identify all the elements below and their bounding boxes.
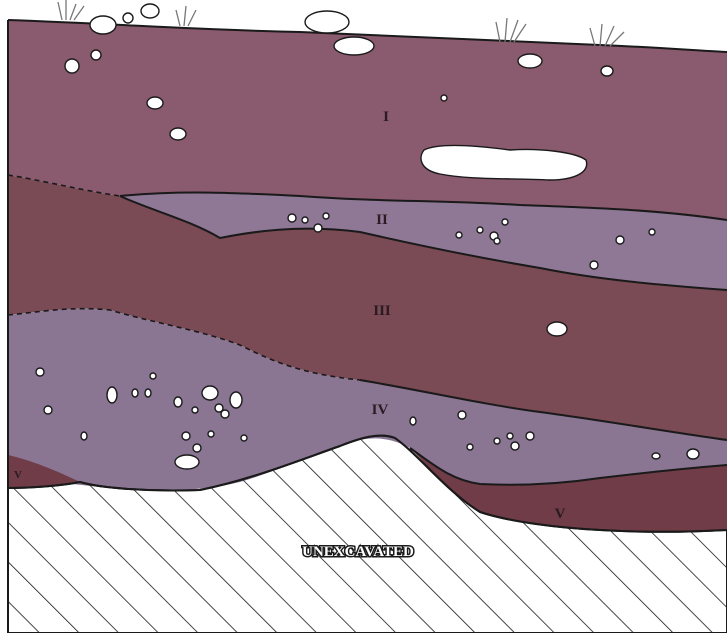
layer-label-V-left: V — [14, 469, 22, 481]
layer-label-IV: IV — [372, 402, 389, 418]
layer-label-II: II — [376, 212, 388, 228]
stone-icon — [145, 389, 151, 397]
stone-icon — [547, 322, 567, 336]
stone-icon — [170, 128, 186, 140]
stone-icon — [241, 435, 247, 441]
stone-icon — [150, 373, 156, 379]
stone-icon — [410, 417, 416, 425]
stone-icon — [208, 431, 214, 437]
stone-icon — [44, 406, 52, 414]
stone-icon — [590, 261, 598, 269]
stone-icon — [494, 238, 500, 244]
stone-icon — [192, 407, 198, 413]
stone-icon — [36, 368, 44, 376]
stone-icon — [456, 232, 462, 238]
stone-icon — [302, 217, 308, 223]
stone-icon — [123, 13, 133, 23]
stone-icon — [458, 411, 466, 419]
stone-icon — [65, 59, 79, 73]
stone-icon — [601, 66, 613, 76]
stone-icon — [230, 392, 242, 408]
stone-icon — [132, 389, 138, 397]
layer-label-I: I — [383, 109, 389, 125]
stone-icon — [175, 455, 199, 469]
stone-icon — [652, 453, 660, 459]
stone-icon — [616, 236, 624, 244]
stone-icon — [147, 97, 163, 109]
stone-icon — [107, 387, 117, 403]
stone-icon — [334, 37, 374, 55]
stone-icon — [323, 213, 329, 219]
stone-icon — [90, 16, 116, 34]
stone-icon — [305, 11, 349, 33]
stone-icon — [511, 442, 519, 450]
stone-icon — [288, 214, 296, 222]
layer-label-V: V — [555, 506, 566, 522]
stone-icon — [467, 444, 473, 450]
stone-icon — [193, 444, 201, 452]
stone-icon — [477, 227, 483, 233]
stone-icon — [221, 410, 229, 418]
stone-icon — [502, 219, 508, 225]
stone-icon — [202, 386, 218, 400]
stone-icon — [526, 432, 534, 440]
stone-icon — [507, 433, 513, 439]
stone-icon — [91, 50, 101, 60]
stone-icon — [494, 438, 500, 444]
stone-icon — [687, 449, 699, 459]
stone-icon — [649, 229, 655, 235]
stone-icon — [518, 54, 542, 68]
stone-icon — [81, 432, 87, 440]
layer-label-III: III — [373, 303, 391, 319]
stone-icon — [174, 397, 182, 407]
stone-icon — [314, 224, 322, 232]
stone-icon — [182, 432, 190, 440]
stone-icon — [441, 95, 447, 101]
stone-icon — [141, 4, 159, 18]
unexcavated-label: UNEXCAVATED — [302, 544, 414, 560]
